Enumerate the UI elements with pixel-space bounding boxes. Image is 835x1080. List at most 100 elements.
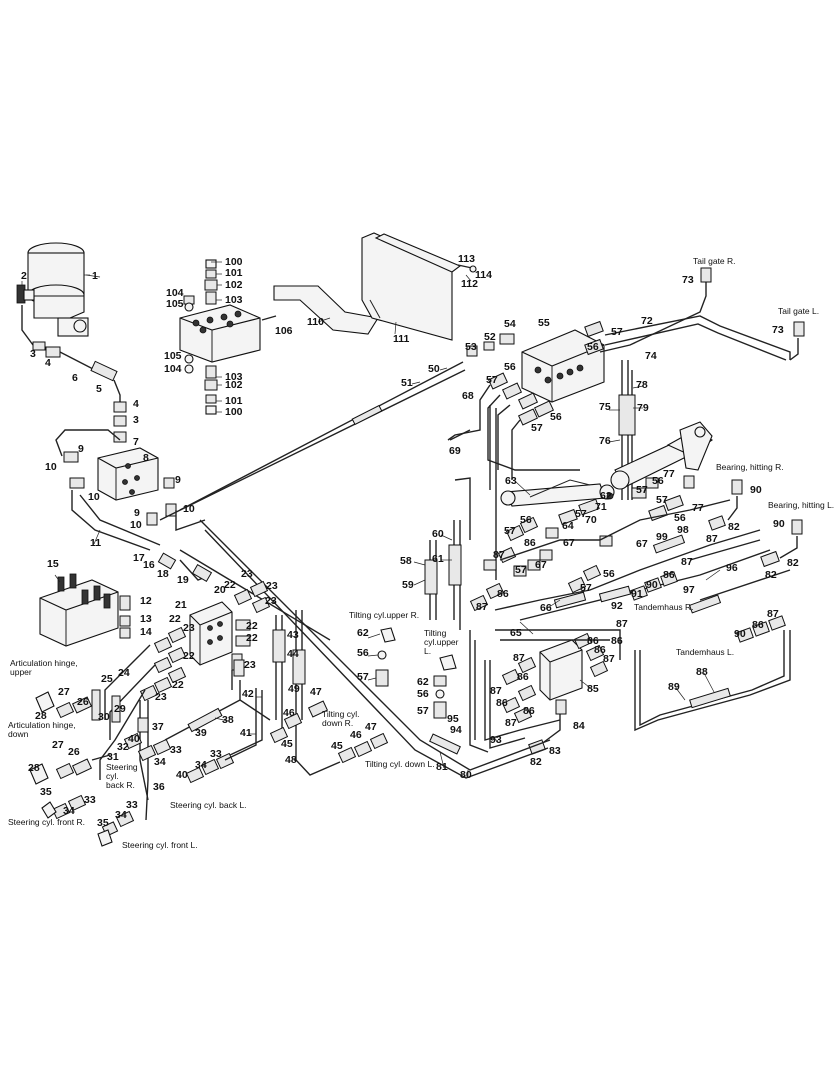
part-number-59: 59 <box>402 579 414 591</box>
part-number-45a: 45 <box>281 738 293 750</box>
part-number-86f: 86 <box>611 635 623 647</box>
part-number-3a: 3 <box>30 348 36 360</box>
part-number-91: 91 <box>631 588 643 600</box>
label-line: down <box>8 729 29 739</box>
part-number-112: 112 <box>461 278 478 290</box>
part-number-110: 110 <box>307 316 324 328</box>
label-line: L. <box>424 646 431 656</box>
part-number-9a: 9 <box>78 443 84 455</box>
part-number-73b: 73 <box>772 324 784 336</box>
part-number-56f: 56 <box>520 514 532 526</box>
fittings-56-67 <box>469 475 771 621</box>
part-number-87f: 87 <box>616 618 628 630</box>
part-number-57d: 57 <box>636 484 648 496</box>
part-number-101a: 101 <box>225 267 243 279</box>
part-number-80: 80 <box>460 769 472 781</box>
part-number-26a: 26 <box>77 696 89 708</box>
part-number-81: 81 <box>436 761 448 773</box>
part-number-88: 88 <box>696 666 708 678</box>
part-number-22c: 22 <box>246 620 258 632</box>
part-number-31: 31 <box>107 751 119 763</box>
part-number-87c: 87 <box>706 533 718 545</box>
part-number-45b: 45 <box>331 740 343 752</box>
part-number-57a: 57 <box>611 326 623 338</box>
label-line: Tilting <box>424 628 447 638</box>
label-line: upper <box>10 667 32 677</box>
part-number-56i: 56 <box>417 688 429 700</box>
part-number-87j: 87 <box>505 717 517 729</box>
part-number-48: 48 <box>285 754 297 766</box>
part-number-57c: 57 <box>531 422 543 434</box>
pipe-50-51 <box>159 361 466 521</box>
part-number-41: 41 <box>240 727 252 739</box>
label-line: Tilting cyl. <box>322 709 359 719</box>
part-number-55: 55 <box>538 317 550 329</box>
label-line: Tail gate R. <box>693 256 736 266</box>
label-line: cyl.upper <box>424 637 459 647</box>
label-line: Steering <box>106 762 138 772</box>
part-number-90a: 90 <box>750 484 762 496</box>
part-number-18: 18 <box>157 568 169 580</box>
part-number-64: 64 <box>562 520 574 532</box>
label-line: Steering cyl. front L. <box>122 840 198 850</box>
label-tilt-down-r: Tilting cyl.down R. <box>322 709 359 728</box>
part-number-82c: 82 <box>787 557 799 569</box>
part-number-75: 75 <box>599 401 611 413</box>
part-number-10d: 10 <box>130 519 142 531</box>
bearing-tandem-lines <box>630 479 803 732</box>
part-number-34d: 34 <box>195 759 207 771</box>
part-number-22b: 22 <box>169 613 181 625</box>
part-number-40a: 40 <box>128 733 140 745</box>
part-number-56c: 56 <box>550 411 562 423</box>
steering-lines <box>29 644 271 847</box>
part-number-10c: 10 <box>183 503 195 515</box>
label-line: down R. <box>322 718 353 728</box>
part-number-44: 44 <box>287 648 299 660</box>
part-number-10a: 10 <box>45 461 57 473</box>
part-number-12: 12 <box>140 595 152 607</box>
part-number-52: 52 <box>484 331 496 343</box>
part-number-68: 68 <box>462 390 474 402</box>
part-number-56g: 56 <box>603 568 615 580</box>
part-number-95: 95 <box>447 713 459 725</box>
part-number-77b: 77 <box>692 502 704 514</box>
part-number-33b: 33 <box>84 794 96 806</box>
part-number-67a: 67 <box>563 537 575 549</box>
control-valve-55 <box>466 267 805 426</box>
part-number-71: 71 <box>595 501 607 513</box>
part-number-67b: 67 <box>535 559 547 571</box>
part-number-86d: 86 <box>752 619 764 631</box>
part-number-40b: 40 <box>176 769 188 781</box>
part-number-100b: 100 <box>225 406 243 418</box>
label-steer-back-l: Steering cyl. back L. <box>170 800 247 810</box>
part-number-34a: 34 <box>154 756 166 768</box>
part-number-57j: 57 <box>357 671 369 683</box>
part-number-106: 106 <box>275 325 293 337</box>
part-number-86c: 86 <box>663 569 675 581</box>
part-number-38: 38 <box>222 714 234 726</box>
part-number-94: 94 <box>450 724 462 736</box>
part-number-56h: 56 <box>357 647 369 659</box>
part-number-57k: 57 <box>417 705 429 717</box>
part-number-78: 78 <box>636 379 648 391</box>
part-number-32: 32 <box>117 741 129 753</box>
part-number-16: 16 <box>143 559 155 571</box>
part-number-57e: 57 <box>656 494 668 506</box>
part-number-86b: 86 <box>497 588 509 600</box>
block-15 <box>39 573 131 647</box>
part-number-36: 36 <box>153 781 165 793</box>
part-number-37: 37 <box>152 721 164 733</box>
part-number-86i: 86 <box>496 697 508 709</box>
part-number-96: 96 <box>726 562 738 574</box>
part-number-47b: 47 <box>365 721 377 733</box>
label-line: Tail gate L. <box>778 306 819 316</box>
part-number-28b: 28 <box>28 762 40 774</box>
part-number-35b: 35 <box>97 817 109 829</box>
part-number-103b: 103 <box>225 371 243 383</box>
tilting-lines-42-49 <box>269 610 389 776</box>
label-line: Steering cyl. front R. <box>8 817 85 827</box>
label-line: Tilting cyl. down L. <box>365 759 435 769</box>
part-number-87b: 87 <box>476 601 488 613</box>
